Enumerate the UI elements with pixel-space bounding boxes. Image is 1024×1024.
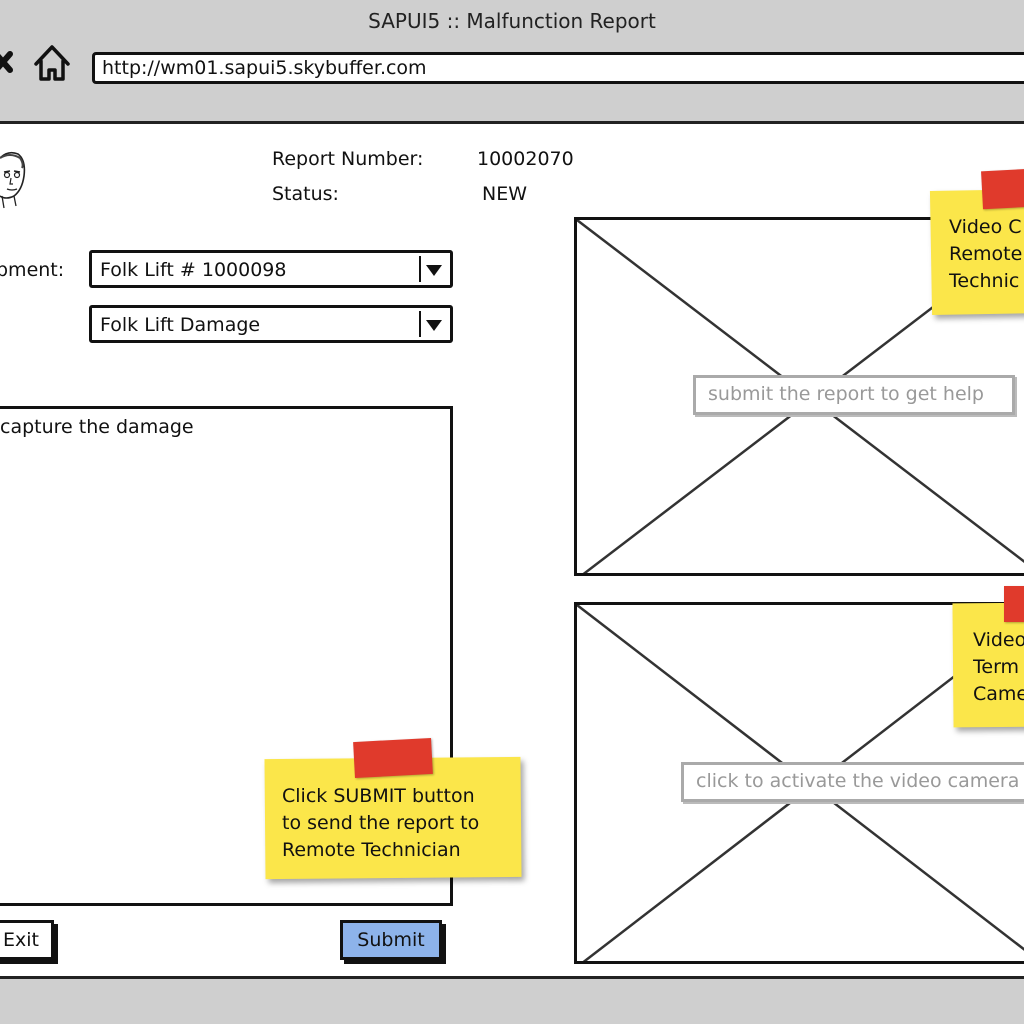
- sticky-note-line: to send the report to: [282, 812, 480, 834]
- damage-type-select[interactable]: Folk Lift Damage: [89, 305, 453, 343]
- url-text: http://wm01.sapui5.skybuffer.com: [102, 57, 427, 79]
- chevron-down-icon[interactable]: [419, 311, 447, 337]
- status-value: NEW: [482, 183, 528, 205]
- status-bar: [0, 976, 1024, 1024]
- sticky-note-line: Technic: [949, 270, 1020, 292]
- equipment-select[interactable]: Folk Lift # 1000098: [89, 250, 453, 288]
- equipment-select-value: Folk Lift # 1000098: [100, 259, 287, 281]
- chevron-down-icon[interactable]: [419, 256, 447, 282]
- sticky-note-video-camera-text: Video Term Came: [973, 627, 1024, 708]
- report-number-label: Report Number:: [272, 148, 424, 170]
- sticky-note-tape: [353, 737, 433, 779]
- avatar: [0, 146, 28, 220]
- sticky-note-submit-text: Click SUBMIT button to send the report t…: [282, 783, 512, 864]
- sticky-note-line: Video C: [949, 216, 1022, 238]
- sticky-note-video-remote-text: Video C Remote Technic: [949, 214, 1024, 295]
- sticky-note-line: Click SUBMIT button: [282, 785, 475, 807]
- submit-button[interactable]: Submit: [340, 920, 442, 960]
- activate-camera-hint-label[interactable]: click to activate the video camera: [681, 762, 1024, 802]
- close-icon[interactable]: [0, 40, 18, 84]
- home-icon[interactable]: [31, 42, 73, 84]
- damage-type-select-value: Folk Lift Damage: [100, 314, 261, 336]
- description-text: capture the damage: [0, 416, 194, 438]
- sticky-note-tape: [1004, 586, 1024, 622]
- exit-button[interactable]: Exit: [0, 920, 54, 960]
- status-label: Status:: [272, 183, 339, 205]
- sticky-note-line: Remote Technician: [282, 839, 461, 861]
- sticky-note-line: Came: [973, 683, 1024, 705]
- equipment-label: pment:: [0, 259, 65, 281]
- sticky-note-tape: [981, 168, 1024, 210]
- sticky-note-line: Remote: [949, 243, 1023, 265]
- sticky-note-line: Video: [973, 629, 1024, 651]
- submit-hint-label: submit the report to get help: [693, 375, 1015, 415]
- window-title: SAPUI5 :: Malfunction Report: [368, 9, 656, 33]
- report-number-value: 10002070: [477, 148, 574, 170]
- address-bar[interactable]: [92, 52, 1024, 84]
- sticky-note-line: Term: [973, 656, 1020, 678]
